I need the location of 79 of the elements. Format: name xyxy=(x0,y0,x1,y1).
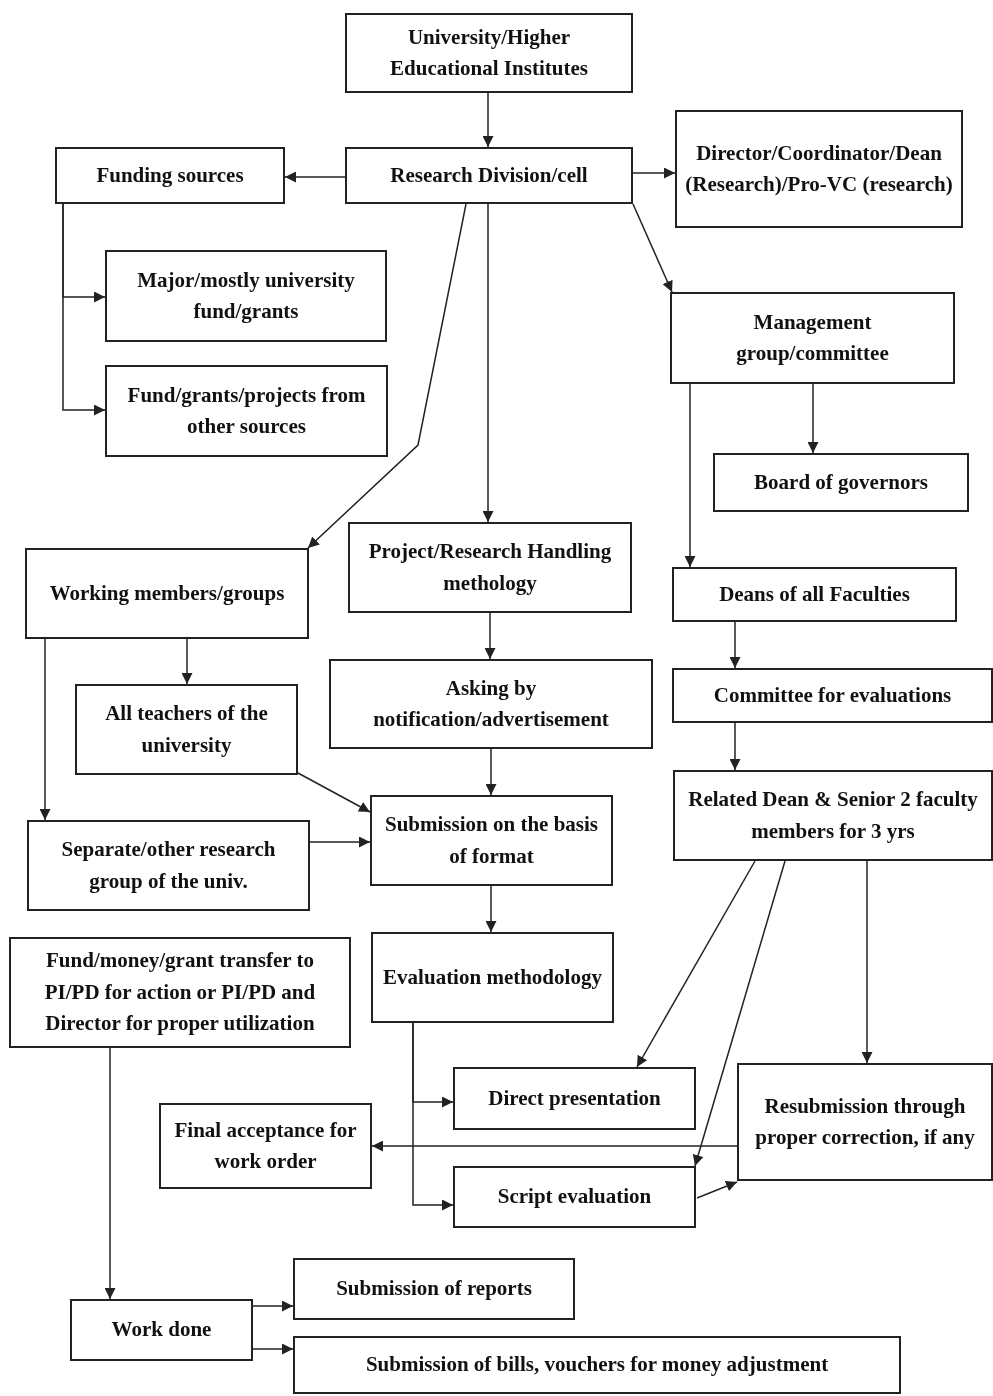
box-label: Work done xyxy=(111,1316,212,1344)
arrow xyxy=(482,203,494,523)
arrow xyxy=(485,885,497,933)
box-label: Research Division/cell xyxy=(390,161,588,189)
process-box xyxy=(27,820,310,911)
arrow xyxy=(412,1022,454,1211)
process-box xyxy=(713,453,969,512)
box-label: Direct presentation xyxy=(488,1084,661,1112)
process-box xyxy=(672,567,957,622)
arrow xyxy=(636,860,756,1068)
arrow xyxy=(62,203,106,416)
arrow xyxy=(252,1300,294,1312)
box-label: University/Higher Educational Institutes xyxy=(389,23,589,82)
process-box xyxy=(9,937,351,1048)
arrow xyxy=(729,621,741,669)
box-label: Fund/grants/projects from other sources xyxy=(126,381,367,440)
box-label: Separate/other research group of the univ. xyxy=(60,836,277,895)
box-label: Final acceptance for work order xyxy=(173,1116,358,1175)
box-label: Board of governors xyxy=(754,468,928,496)
process-box xyxy=(345,13,633,93)
process-box xyxy=(348,522,632,613)
arrow xyxy=(252,1343,294,1355)
box-label: Resubmission through proper correction, if any xyxy=(754,1092,976,1151)
arrow xyxy=(484,612,496,660)
process-box xyxy=(672,668,993,723)
process-box xyxy=(105,250,387,342)
box-label: Evaluation methodology xyxy=(383,963,602,991)
box-label: Project/Research Handling methology xyxy=(367,538,613,597)
arrow xyxy=(632,167,676,179)
process-box xyxy=(293,1258,575,1320)
arrow xyxy=(861,860,873,1064)
arrow xyxy=(284,171,346,183)
arrow xyxy=(729,722,741,771)
box-label: Director/Coordinator/Dean (Research)/Pro-VC (research) xyxy=(684,139,954,198)
arrow xyxy=(632,203,673,293)
arrow xyxy=(807,383,819,454)
arrow xyxy=(485,748,497,796)
box-label: Working members/groups xyxy=(49,579,285,607)
arrow xyxy=(692,860,786,1167)
box-label: Management group/committee xyxy=(735,308,890,367)
process-box xyxy=(370,795,613,886)
arrow xyxy=(309,836,371,848)
process-box xyxy=(55,147,285,204)
arrow xyxy=(104,1047,116,1300)
process-box xyxy=(453,1166,696,1228)
process-box xyxy=(159,1103,372,1189)
process-box xyxy=(105,365,388,457)
process-box xyxy=(75,684,298,775)
process-box xyxy=(70,1299,253,1361)
box-label: All teachers of the university xyxy=(104,700,269,759)
process-box xyxy=(453,1067,696,1130)
process-box xyxy=(673,770,993,861)
process-box xyxy=(345,147,633,204)
arrow xyxy=(696,1181,738,1199)
arrow xyxy=(307,203,467,549)
arrow xyxy=(39,638,51,821)
process-box xyxy=(25,548,309,639)
process-box xyxy=(293,1336,901,1394)
arrow xyxy=(371,1140,738,1152)
box-label: Submission of bills, vouchers for money adjustment xyxy=(365,1351,829,1379)
box-label: Deans of all Faculties xyxy=(719,580,910,608)
process-box xyxy=(675,110,963,228)
box-label: Related Dean & Senior 2 faculty members for 3 yrs xyxy=(687,786,979,845)
box-label: Asking by notification/advertisement xyxy=(372,674,610,733)
process-box xyxy=(371,932,614,1023)
box-label: Submission on the basis of format xyxy=(384,811,599,870)
box-label: Submission of reports xyxy=(336,1275,532,1303)
box-label: Committee for evaluations xyxy=(713,681,952,709)
box-label: Script evaluation xyxy=(497,1183,652,1211)
box-label: Fund/money/grant transfer to PI/PD for action or PI/PD and Director for proper utilization xyxy=(43,947,317,1038)
box-label: Major/mostly university fund/grants xyxy=(136,266,356,325)
box-label: Funding sources xyxy=(96,161,244,189)
arrow xyxy=(482,92,494,148)
process-box xyxy=(670,292,955,384)
arrow xyxy=(297,772,371,813)
arrow xyxy=(684,383,696,568)
arrow xyxy=(181,638,193,685)
process-box xyxy=(329,659,653,749)
process-box xyxy=(737,1063,993,1181)
